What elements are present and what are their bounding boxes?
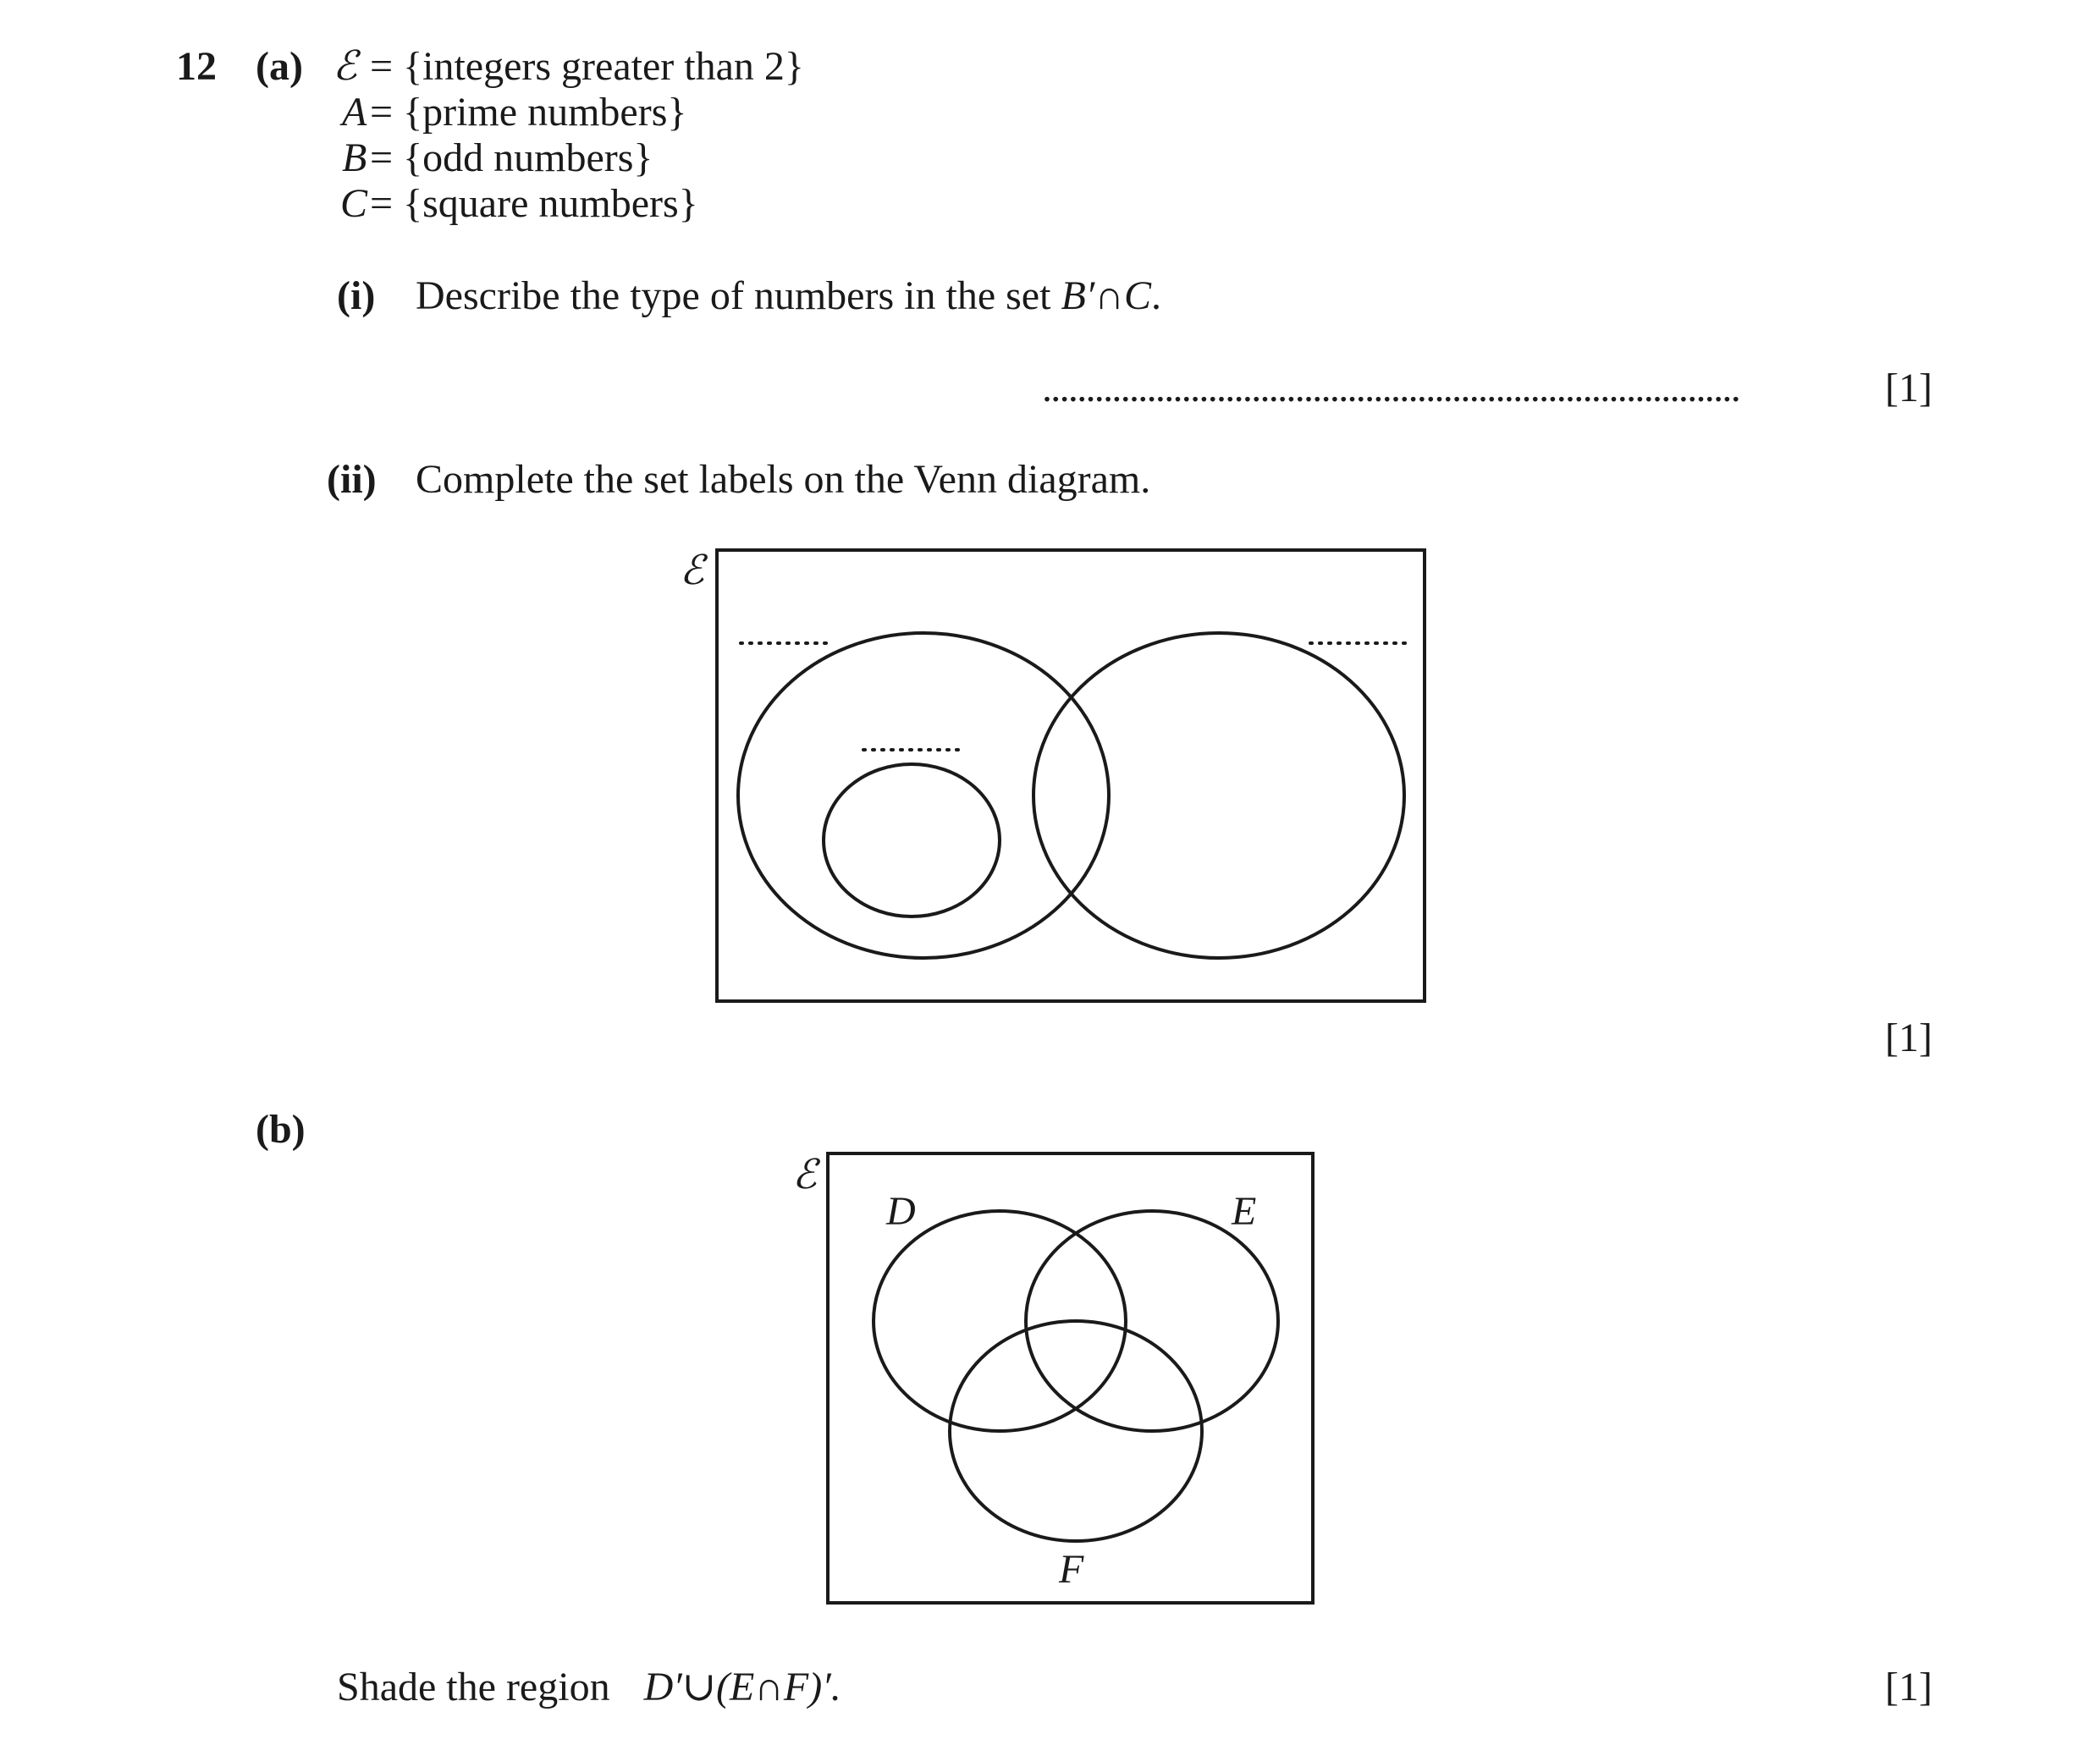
answer-line[interactable]: ........................................… [1042,366,1741,410]
set-b-symbol: B [342,135,367,180]
part-i-question: Describe the type of numbers in the set … [416,276,1161,317]
universal-set-definition: = {integers greater than 2} [370,44,804,89]
part-i-marks: [1] [1885,366,1932,410]
part-i-label: (i) [337,273,376,318]
set-a-definition: = {prime numbers} [370,90,687,135]
part-ii-marks: [1] [1885,1016,1932,1060]
venn-b-label-d: D [885,1189,916,1234]
part-b-instruction-text: Shade the region [337,1665,610,1709]
venn-b-universal-rectangle [826,1152,1315,1605]
part-b-instruction: Shade the region D′∪(E∩F)′. [337,1667,841,1708]
set-a-symbol: A [342,90,367,135]
set-c-definition: = {square numbers} [370,181,698,226]
venn-b-label-f: F [1058,1547,1084,1592]
region-expression: D′∪(E∩F)′. [643,1665,841,1709]
venn-a-universal-rectangle [715,548,1426,1003]
part-a-label: (a) [256,44,303,89]
part-i-text: Describe the type of numbers in the set [416,273,1061,318]
part-b-label: (b) [256,1107,306,1152]
venn-a-left-circle [736,631,1111,960]
venn-a-inner-circle [822,762,1001,918]
venn-b-circle-d [872,1209,1127,1433]
venn-b-label-e: E [1231,1189,1256,1234]
part-ii-text: Complete the set labels on the Venn diag… [416,457,1151,502]
venn-b-circle-f [948,1319,1204,1543]
universal-set-symbol: ℰ [333,44,358,89]
venn-b-universal-symbol: ℰ [792,1153,821,1197]
set-b-definition: = {odd numbers} [370,135,653,180]
set-c-symbol: C [340,181,368,226]
venn-b-circle-e [1024,1209,1280,1433]
part-b-marks: [1] [1885,1665,1932,1709]
part-i-period: . [1150,273,1161,318]
question-number: 12 [176,44,217,89]
set-expression-b-prime-cap-c: B′∩C [1061,273,1151,318]
part-ii-label: (ii) [327,457,377,502]
venn-a-right-circle [1032,631,1406,960]
venn-a-universal-symbol: ℰ [680,548,708,593]
